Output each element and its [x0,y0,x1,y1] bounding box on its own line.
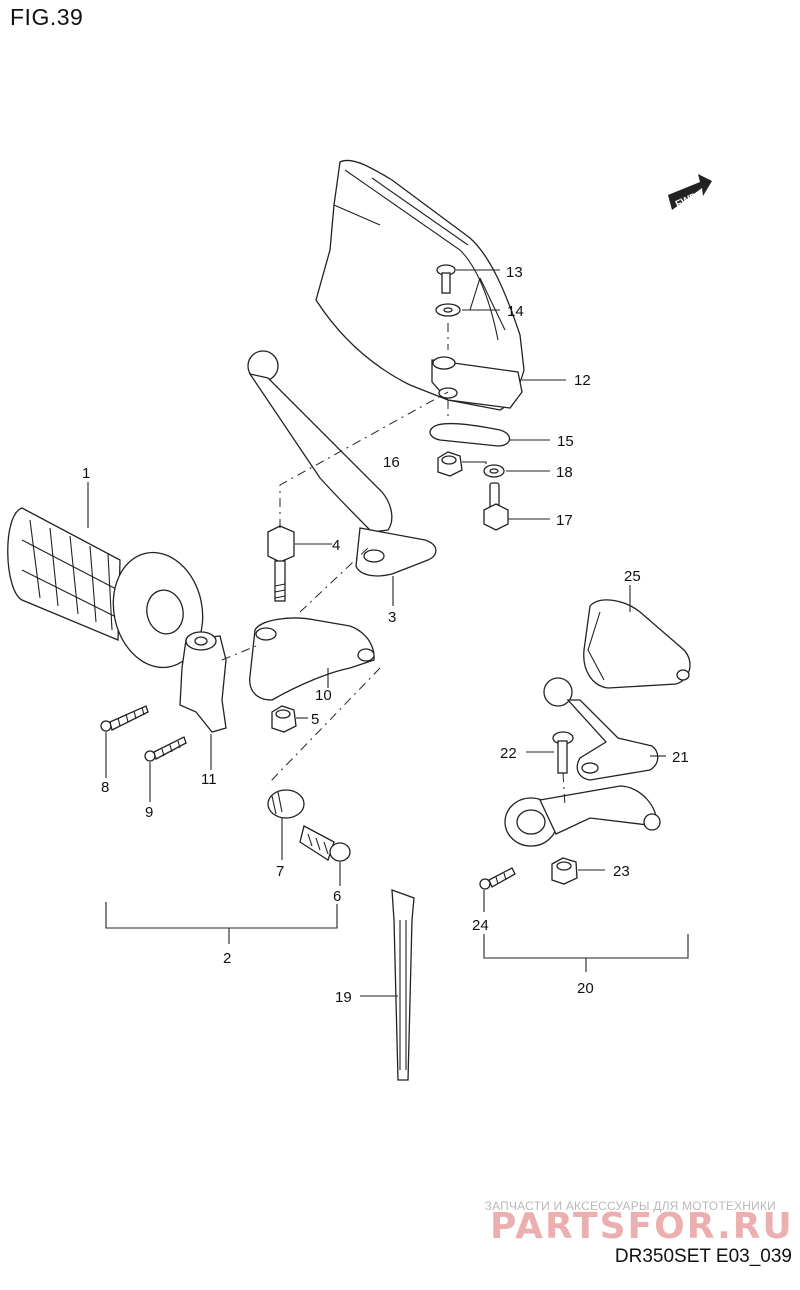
assembly-line [562,772,566,807]
small-washer [483,464,505,478]
callout-24: 24 [472,917,489,934]
hot-start-lever [543,677,659,781]
watermark-logo: PARTSFOR.RU [490,1206,794,1247]
lever-cover [583,599,691,689]
callout-9: 9 [145,804,153,821]
callout-14: 14 [507,303,524,320]
assembly-line [279,391,449,528]
callout-16: 16 [383,454,400,471]
figure-title: FIG.39 [10,4,84,30]
callout-20: 20 [577,980,594,997]
callout-12: 12 [574,372,591,389]
callout-25: 25 [624,568,641,585]
clamp-screw-long [100,705,149,732]
callout-3: 3 [388,609,396,626]
callout-4: 4 [332,537,340,554]
callout-2: 2 [223,950,231,967]
callout-11: 11 [201,771,217,788]
lever-pivot-bolt [267,525,295,602]
bracket-clamp [179,631,227,733]
watermark-tagline: ЗАПЧАСТИ И АКСЕССУАРЫ ДЛЯ МОТОТЕХНИКИ [484,1199,776,1213]
bracket-nut [271,705,297,733]
handlebar-grip [7,507,204,669]
callout-1: 1 [82,465,90,482]
assembly-line [267,667,381,785]
callout-7: 7 [276,863,284,880]
guard-plate [429,422,511,447]
fwd-arrow-badge: FWD [668,174,712,211]
callout-6: 6 [333,888,341,905]
lever-holder [504,785,661,847]
lever-pivot-pin [552,731,574,774]
callout-23: 23 [613,863,630,880]
leader-lines [87,269,689,997]
callout-18: 18 [556,464,573,481]
callout-5: 5 [311,711,319,728]
holder-nut [551,857,578,885]
guard-washer [435,303,461,317]
clutch-lever [247,350,437,577]
hand-guard [315,159,525,411]
holder-screw [479,867,516,890]
guard-nut [437,451,463,477]
reference-code: DR350SET E03_039 [614,1246,792,1267]
assembly-line [299,547,369,613]
callout-22: 22 [500,745,517,762]
guard-screw [436,264,456,294]
callout-19: 19 [335,989,352,1006]
guard-bolt [483,482,509,531]
assembly-line [221,645,257,661]
callout-15: 15 [557,433,574,450]
cable-adjuster-nut [267,789,305,819]
callout-21: 21 [672,749,689,766]
callout-17: 17 [556,512,573,529]
callout-10: 10 [315,687,332,704]
callout-13: 13 [506,264,523,281]
lever-bracket [249,617,375,701]
cable-adjuster-bolt [299,825,351,862]
cable-tie [391,889,415,1081]
callout-8: 8 [101,779,109,796]
clamp-screw-short [144,736,187,762]
